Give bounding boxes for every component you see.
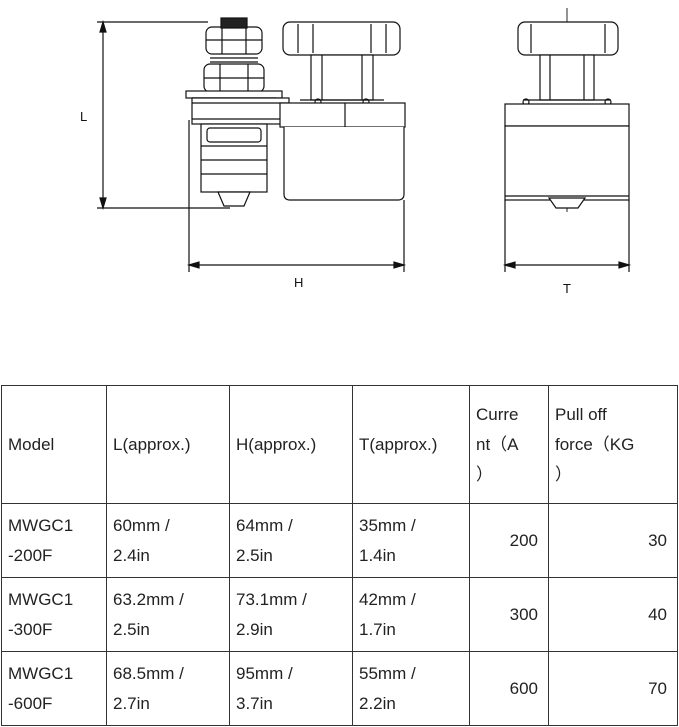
table-row: MWGC1 -200F 60mm / 2.4in 64mm / 2.5in 35… bbox=[1, 503, 678, 578]
cell-t: 35mm / 1.4in bbox=[352, 503, 470, 578]
cell-pull-off-force: 70 bbox=[548, 651, 678, 726]
cell-h: 64mm / 2.5in bbox=[229, 503, 353, 578]
cell-l: 68.5mm / 2.7in bbox=[106, 651, 230, 726]
header-pull-off-force: Pull off force（KG ） bbox=[548, 385, 678, 504]
dimension-drawing: L H T bbox=[80, 8, 632, 296]
dimension-label-h: H bbox=[294, 275, 303, 290]
dimension-label-t: T bbox=[563, 281, 571, 296]
cell-model: MWGC1 -200F bbox=[1, 503, 107, 578]
header-l: L(approx.) bbox=[106, 385, 230, 504]
header-h: H(approx.) bbox=[229, 385, 353, 504]
cell-current: 600 bbox=[469, 651, 549, 726]
cell-model: MWGC1 -300F bbox=[1, 577, 107, 652]
cell-current: 300 bbox=[469, 577, 549, 652]
header-t: T(approx.) bbox=[352, 385, 470, 504]
table-header-row: Model L(approx.) H(approx.) T(approx.) C… bbox=[1, 385, 678, 504]
cell-t: 55mm / 2.2in bbox=[352, 651, 470, 726]
cell-h: 95mm / 3.7in bbox=[229, 651, 353, 726]
cell-l: 63.2mm / 2.5in bbox=[106, 577, 230, 652]
header-current: Curre nt（A ） bbox=[469, 385, 549, 504]
spec-table: Model L(approx.) H(approx.) T(approx.) C… bbox=[1, 385, 678, 726]
cell-model: MWGC1 -600F bbox=[1, 651, 107, 726]
cell-pull-off-force: 40 bbox=[548, 577, 678, 652]
cell-pull-off-force: 30 bbox=[548, 503, 678, 578]
cell-h: 73.1mm / 2.9in bbox=[229, 577, 353, 652]
header-model: Model bbox=[1, 385, 107, 504]
cell-l: 60mm / 2.4in bbox=[106, 503, 230, 578]
dimension-label-l: L bbox=[80, 109, 87, 124]
table-row: MWGC1 -600F 68.5mm / 2.7in 95mm / 3.7in … bbox=[1, 651, 678, 726]
table-row: MWGC1 -300F 63.2mm / 2.5in 73.1mm / 2.9i… bbox=[1, 577, 678, 652]
cell-current: 200 bbox=[469, 503, 549, 578]
cell-t: 42mm / 1.7in bbox=[352, 577, 470, 652]
